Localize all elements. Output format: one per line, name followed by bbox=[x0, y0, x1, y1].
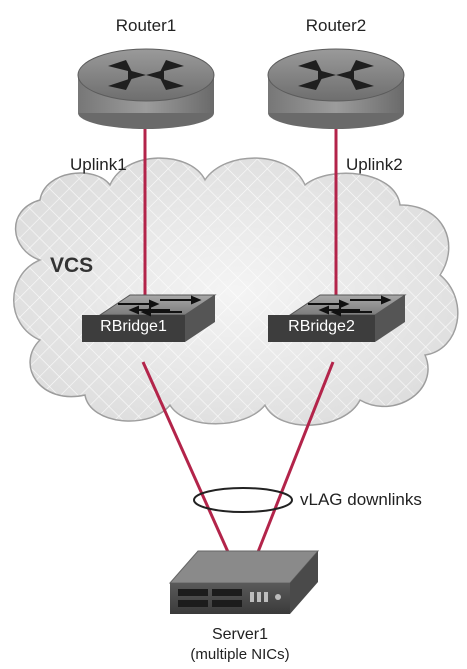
router1-icon bbox=[77, 48, 215, 129]
downlink1-line bbox=[141, 361, 230, 553]
rbridge2-switch-icon bbox=[268, 294, 407, 342]
vcs-cloud bbox=[13, 157, 459, 426]
vlag-downlinks-label: vLAG downlinks bbox=[300, 490, 422, 509]
router1-label: Router1 bbox=[115, 16, 177, 35]
rbridge2-label: RBridge2 bbox=[288, 318, 355, 335]
router2-label: Router2 bbox=[305, 16, 367, 35]
downlink2-line bbox=[256, 361, 335, 553]
rbridge1-switch-icon bbox=[82, 294, 217, 342]
server1-label: Server1 bbox=[211, 626, 269, 643]
vlag-ellipse bbox=[193, 487, 293, 513]
router2-icon bbox=[267, 48, 405, 129]
uplink1-label: Uplink1 bbox=[70, 155, 127, 174]
rbridge1-label: RBridge1 bbox=[100, 318, 167, 335]
server-icon bbox=[168, 550, 320, 614]
uplink2-label: Uplink2 bbox=[346, 155, 403, 174]
server1-sublabel: (multiple NICs) bbox=[190, 646, 290, 663]
vcs-label: VCS bbox=[50, 254, 94, 277]
